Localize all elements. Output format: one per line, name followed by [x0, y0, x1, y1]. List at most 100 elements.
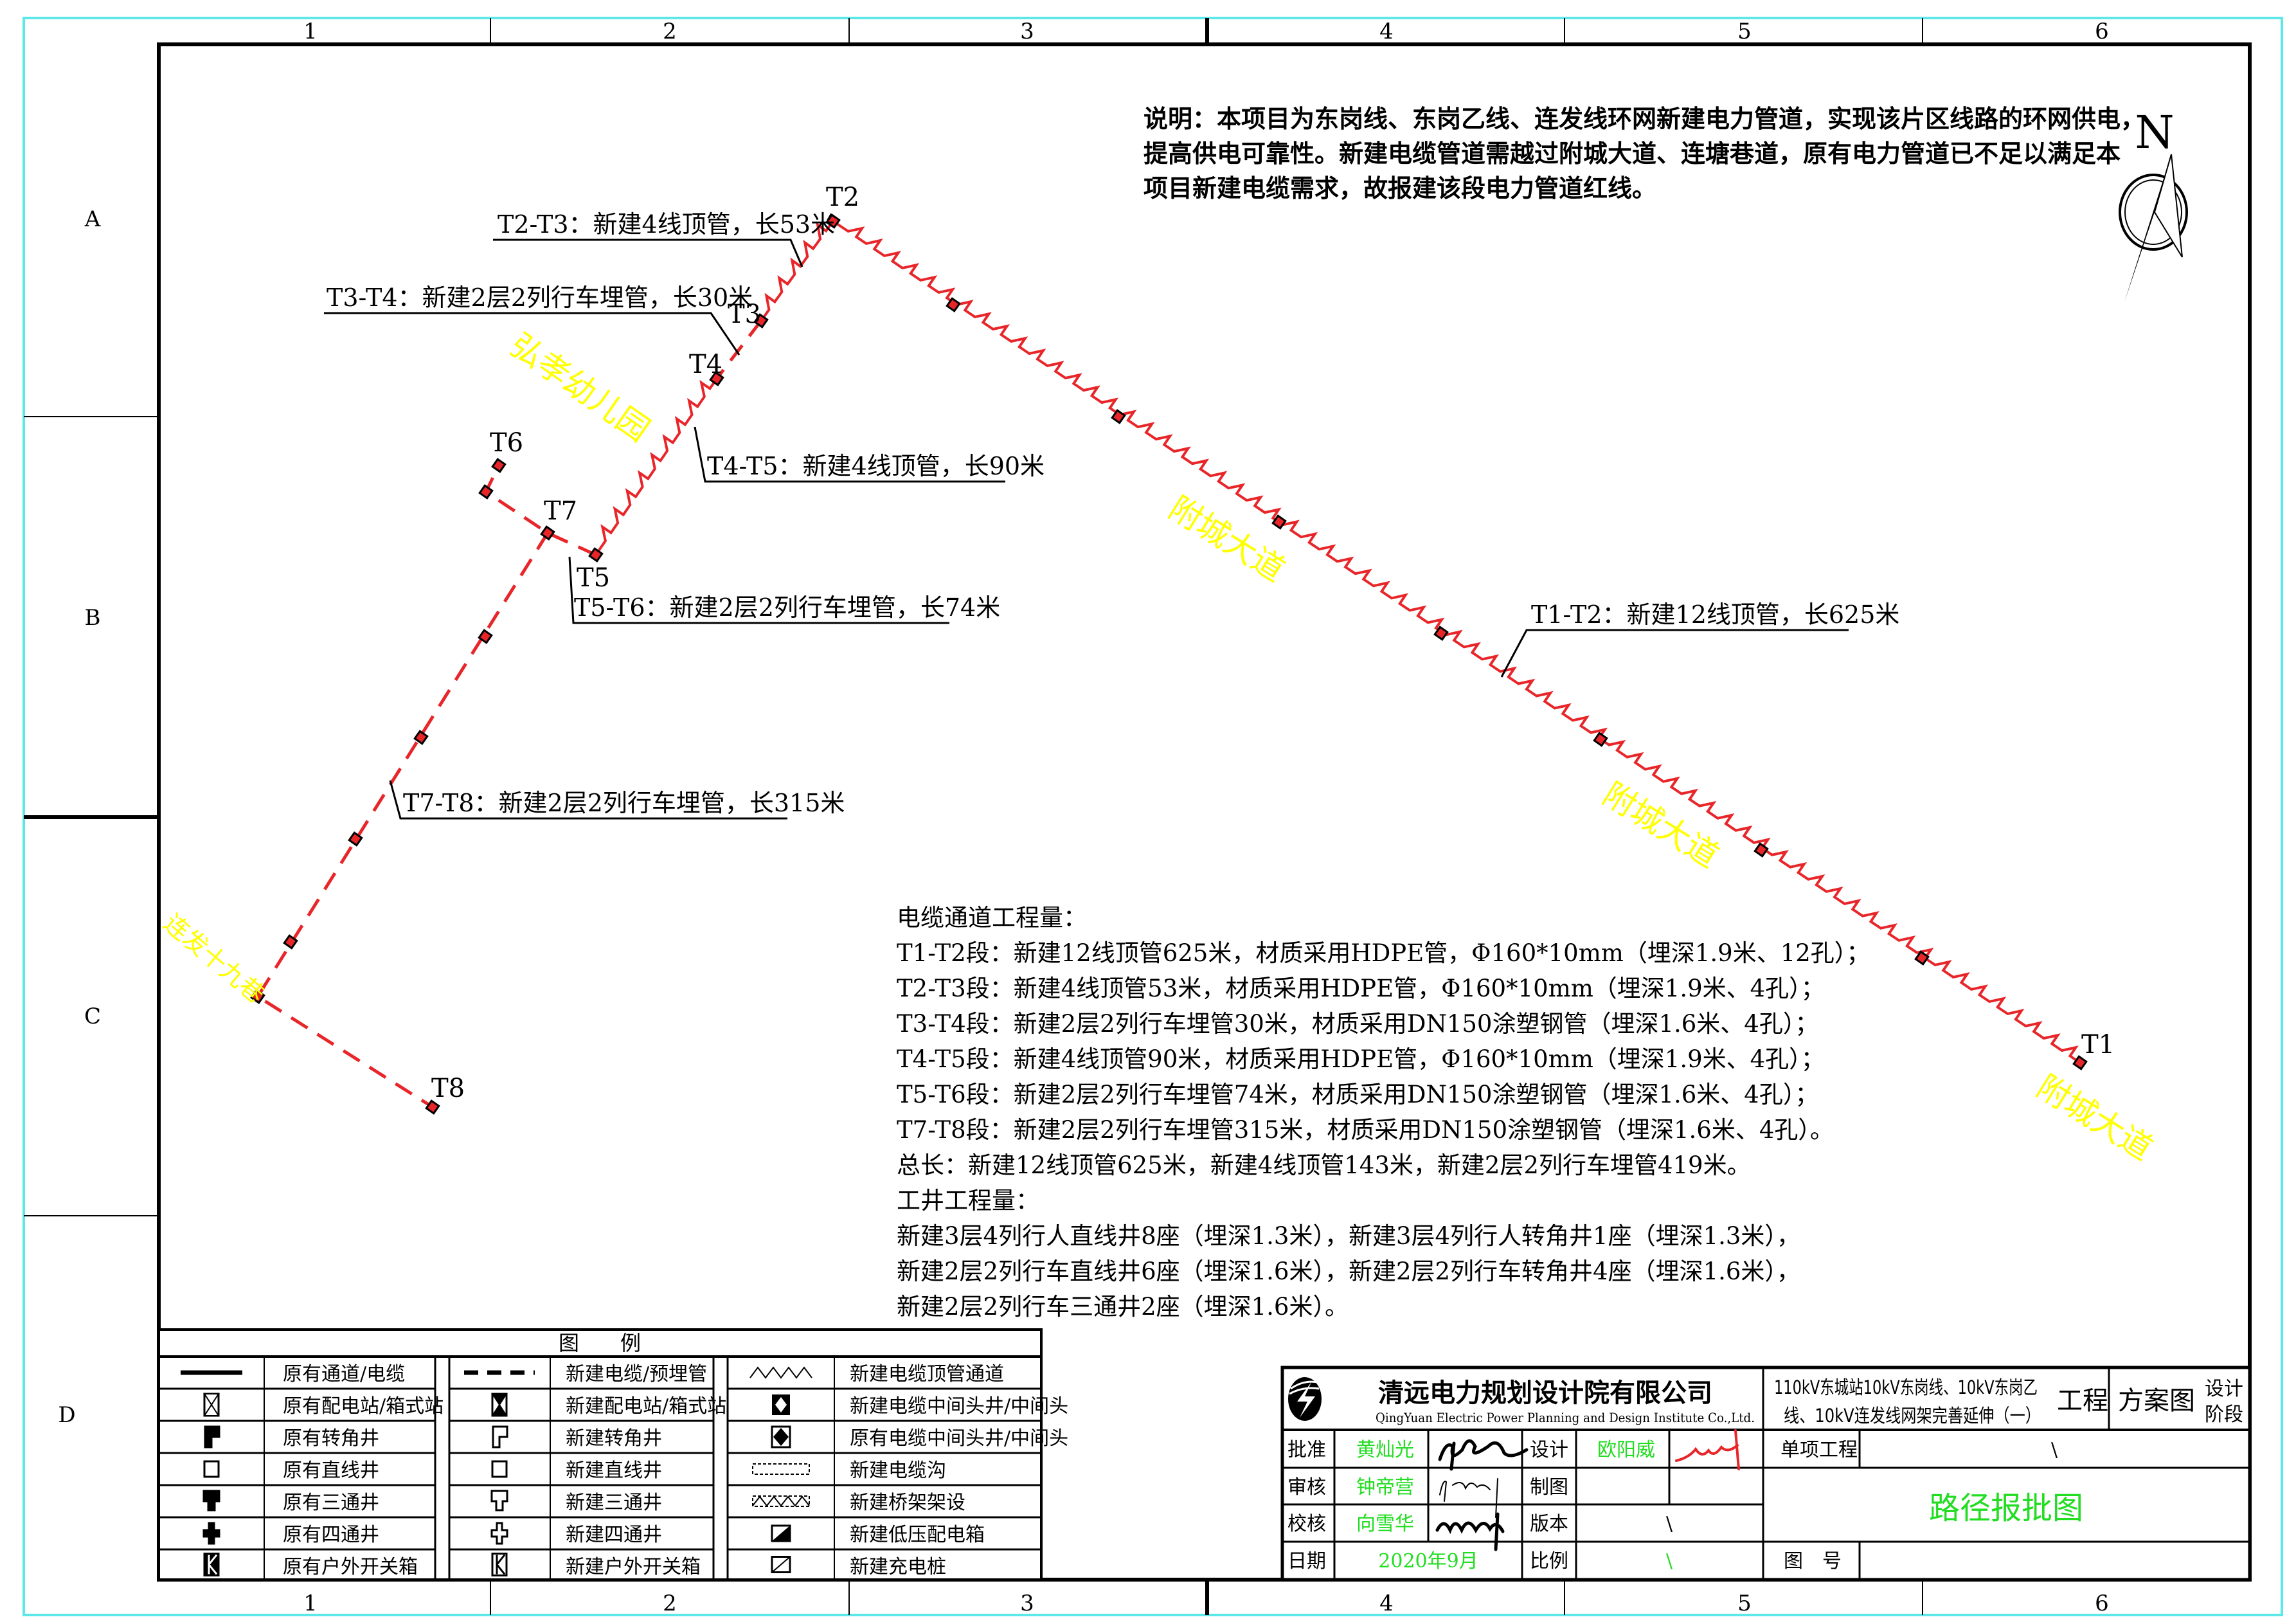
legend-title: 图 例: [559, 1331, 641, 1355]
quantity-line: T3-T4段：新建2层2列行车埋管30米，材质采用DN150涂塑钢管（埋深1.6…: [897, 1010, 1818, 1038]
legend-label: 新建低压配电箱: [850, 1524, 985, 1546]
point-t5: T5: [577, 563, 610, 593]
col-label-top: 2: [663, 19, 677, 44]
manhole-marker-icon: [1433, 626, 1449, 641]
company-name-en: QingYuan Electric Power Planning and Des…: [1376, 1410, 1755, 1425]
manhole-marker-icon: [491, 458, 507, 473]
segment-label-t7-t8: T7-T8：新建2层2列行车埋管，长315米: [403, 789, 845, 817]
new-substation-icon-fill: [491, 1393, 508, 1416]
design-label: 设计: [1530, 1439, 1568, 1461]
manhole-marker-icon: [709, 371, 724, 386]
drawing-no-label: 图 号: [1784, 1550, 1842, 1573]
border-labels: 1 2 3 4 5 6 1 2 3 4 5 6 A B C D: [58, 19, 2108, 1616]
project-name-line2: 线、10kV连发线网架完善延伸（一）: [1784, 1405, 2041, 1427]
col-label-top: 5: [1737, 19, 1752, 44]
new-corner-well-icon: [492, 1425, 508, 1448]
row-label: C: [84, 1004, 101, 1029]
legend-label: 新建桥架架设: [850, 1492, 965, 1514]
legend-label: 新建户外开关箱: [566, 1556, 701, 1578]
point-t4: T4: [689, 350, 722, 379]
design-stage-value: 方案图: [2118, 1386, 2195, 1416]
existing-switch-box-icon-k: [208, 1554, 218, 1575]
quantity-title: 电缆通道工程量：: [897, 904, 1087, 932]
existing-substation-icon-fill: [203, 1393, 220, 1416]
buried-route-t3-t4: [715, 320, 762, 380]
existing-corner-well-icon: [204, 1425, 220, 1448]
segment-label-t2-t3: T2-T3：新建4线顶管，长53米: [498, 210, 835, 239]
lane-label: 连发十九巷: [158, 908, 270, 1009]
quantity-line: T4-T5段：新建4线顶管90米，材质采用HDPE管，Φ160*10mm（埋深1…: [897, 1045, 1825, 1073]
legend-label: 新建转角井: [566, 1427, 662, 1450]
manhole-marker-icon: [425, 1099, 440, 1115]
check-label: 校核: [1287, 1513, 1326, 1535]
existing-straight-well-icon: [203, 1460, 220, 1478]
legend-label: 原有转角井: [283, 1427, 379, 1450]
existing-joint-well-diamond: [773, 1428, 789, 1446]
cable-routes: [250, 213, 2088, 1115]
new-straight-well-icon: [491, 1460, 508, 1478]
quantity-line: 总长：新建12线顶管625米，新建4线顶管143米，新建2层2列行车埋管419米…: [897, 1151, 1751, 1179]
manhole-marker-icon: [1914, 950, 1930, 966]
col-label-bottom: 2: [663, 1591, 677, 1616]
road-label: 附城大道: [2031, 1068, 2159, 1168]
design-stage-label: 阶段: [2205, 1403, 2243, 1426]
legend-label: 原有直线井: [283, 1459, 379, 1482]
sub-project-label: 单项工程: [1780, 1439, 1858, 1461]
manhole-marker-icon: [588, 547, 604, 563]
manhole-marker-icon: [540, 525, 555, 541]
segment-label-t4-t5: T4-T5：新建4线顶管，长90米: [707, 452, 1045, 480]
approver-name: 黄灿光: [1356, 1439, 1414, 1461]
review-label: 审核: [1287, 1476, 1326, 1499]
drawing-label: 制图: [1530, 1476, 1568, 1499]
quantity-notes: 电缆通道工程量： T1-T2段：新建12线顶管625米，材质采用HDPE管，Φ1…: [897, 904, 1870, 1321]
quantity-line: T1-T2段：新建12线顶管625米，材质采用HDPE管，Φ160*10mm（埋…: [897, 939, 1870, 967]
approve-label: 批准: [1287, 1439, 1326, 1461]
col-label-top: 4: [1379, 19, 1394, 44]
designer-signature: [1675, 1429, 1740, 1470]
col-label-top: 1: [303, 19, 318, 44]
col-label-bottom: 3: [1020, 1591, 1034, 1616]
reviewer-name: 钟帝营: [1356, 1476, 1414, 1499]
new-joint-well-diamond: [775, 1397, 787, 1412]
manhole-marker-icon: [1111, 409, 1126, 424]
pipe-jacking-symbol-icon: [749, 1366, 812, 1379]
quantity-line: T5-T6段：新建2层2列行车埋管74米，材质采用DN150涂塑钢管（埋深1.6…: [897, 1081, 1818, 1108]
legend-label: 新建四通井: [566, 1524, 662, 1546]
note-line: 说明：本项目为东岗线、东岗乙线、连发线环网新建电力管道，实现该片区线路的环网供电…: [1144, 104, 2145, 133]
kindergarten-label: 弘孝幼儿园: [503, 326, 656, 449]
new-charging-pile-diagonal: [771, 1556, 791, 1573]
new-lv-box-fill: [772, 1526, 790, 1541]
new-cable-trench-icon: [752, 1463, 810, 1475]
manhole-marker-icon: [753, 313, 769, 329]
sub-project-value: \: [2051, 1439, 2058, 1461]
legend-label: 原有四通井: [283, 1524, 379, 1546]
manhole-marker-icon: [413, 730, 429, 745]
well-line: 新建2层2列行车三通井2座（埋深1.6米）。: [897, 1293, 1349, 1321]
manhole-marker-icon: [283, 934, 298, 950]
scale-value: \: [1666, 1550, 1673, 1573]
new-tee-well-icon: [490, 1490, 508, 1511]
place-labels: 弘孝幼儿园 附城大道 附城大道 附城大道 连发十九巷: [158, 326, 2159, 1168]
row-label: A: [84, 206, 101, 232]
road-label: 附城大道: [1597, 775, 1725, 875]
segment-label-t5-t6: T5-T6：新建2层2列行车埋管，长74米: [574, 593, 1000, 622]
col-label-bottom: 5: [1737, 1591, 1752, 1616]
version-value: \: [1666, 1513, 1673, 1535]
date-value: 2020年9月: [1378, 1550, 1478, 1573]
segment-label-t3-t4: T3-T4：新建2层2列行车埋管，长30米: [327, 284, 753, 312]
date-label: 日期: [1287, 1550, 1326, 1573]
legend: 图 例 原有通道/电缆 原有配电站/箱式站 原有转角井 原有直线井 原有三通井 …: [157, 1328, 1068, 1581]
point-labels: T1 T2 T3 T4 T5 T6 T7 T8: [431, 183, 2115, 1103]
company-name-cn: 清远电力规划设计院有限公司: [1378, 1378, 1712, 1408]
point-t8: T8: [431, 1074, 465, 1103]
scale-label: 比例: [1530, 1550, 1568, 1573]
legend-label: 新建充电桩: [850, 1556, 946, 1578]
new-switch-box-icon: [491, 1553, 508, 1576]
signatures: [1435, 1429, 1740, 1551]
manhole-marker-icon: [946, 297, 961, 312]
legend-label: 新建电缆中间头井/中间头: [850, 1395, 1068, 1418]
new-cable-tray-zigzag: [752, 1495, 810, 1507]
legend-label: 新建电缆沟: [850, 1459, 946, 1482]
existing-switch-box-icon: [203, 1553, 220, 1576]
north-arrow-icon: N: [2119, 106, 2188, 302]
